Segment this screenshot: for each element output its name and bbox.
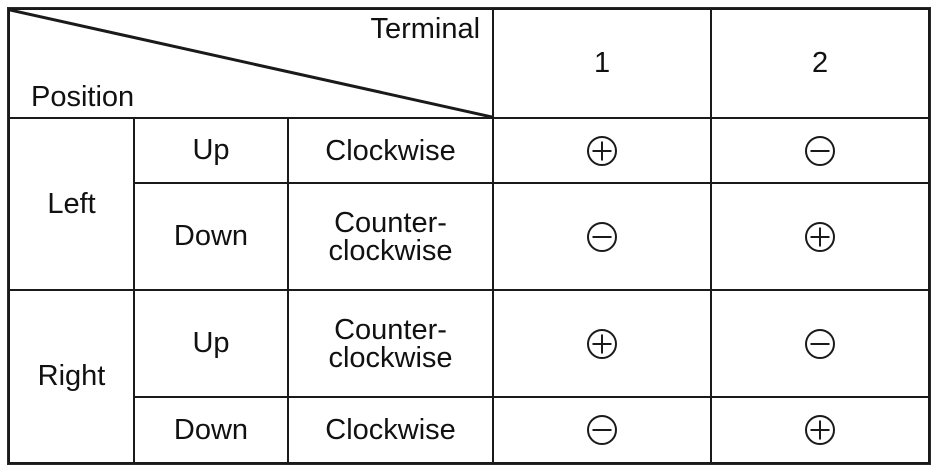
rotation-line-1: Clockwise xyxy=(325,134,456,167)
table-row: Down Counter- clockwise xyxy=(9,182,931,292)
minus-circle-icon xyxy=(587,221,618,252)
minus-circle-icon xyxy=(805,328,836,359)
terminal-2-cell xyxy=(710,289,931,399)
minus-circle-icon xyxy=(587,415,618,446)
header-label-terminal: Terminal xyxy=(370,13,481,45)
rotation-line-1: Clockwise xyxy=(325,414,456,447)
table-header-row: Terminal Position 1 2 xyxy=(7,8,931,119)
table-row: Left Up Clockwise xyxy=(8,116,931,292)
rotation-line-2: clockwise xyxy=(328,341,453,374)
header-label-position: Position xyxy=(31,80,135,113)
direction-cell: Up xyxy=(133,116,289,185)
direction-cell: Up xyxy=(133,289,289,399)
terminal-1-cell xyxy=(492,289,713,399)
rotation-line-2: clockwise xyxy=(328,234,453,267)
rotation-cell: Counter- clockwise xyxy=(286,182,495,292)
rotation-cell: Counter- clockwise xyxy=(286,289,495,399)
position-group-left: Left xyxy=(8,116,135,292)
header-terminal-2: 2 xyxy=(710,8,931,119)
terminal-1-cell xyxy=(492,116,713,185)
terminal-2-cell xyxy=(710,182,931,292)
plus-circle-icon xyxy=(805,415,836,446)
position-group-right: Right xyxy=(8,289,135,464)
plus-circle-icon xyxy=(805,221,836,252)
header-corner-cell: Terminal Position xyxy=(7,8,495,119)
terminal-1-cell xyxy=(492,396,713,464)
header-terminal-1: 1 xyxy=(492,8,713,119)
plus-circle-icon xyxy=(587,135,618,166)
rotation-line-1: Counter- xyxy=(334,313,447,346)
table-row: Down Clockwise xyxy=(9,396,931,464)
direction-cell: Down xyxy=(133,396,289,464)
table-row: Right Up Counter- clockwise xyxy=(8,289,931,464)
plus-circle-icon xyxy=(587,328,618,359)
rotation-cell: Clockwise xyxy=(286,396,495,464)
terminal-2-cell xyxy=(710,116,931,185)
rotation-line-1: Counter- xyxy=(334,206,447,239)
terminal-2-cell xyxy=(710,396,931,464)
wiring-polarity-table: Terminal Position 1 2 Left Up Clockwise xyxy=(6,7,932,465)
rotation-cell: Clockwise xyxy=(286,116,495,185)
direction-cell: Down xyxy=(133,182,289,292)
minus-circle-icon xyxy=(805,135,836,166)
terminal-1-cell xyxy=(492,182,713,292)
